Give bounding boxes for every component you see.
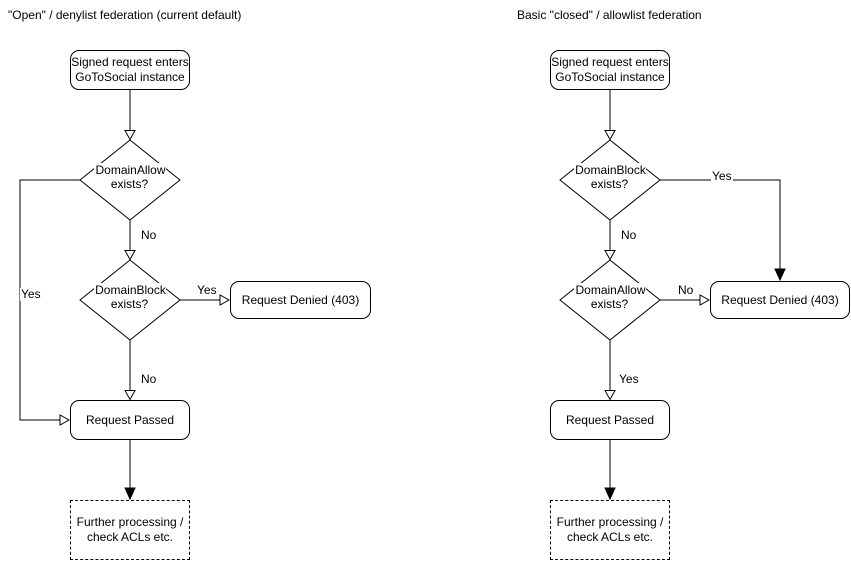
edge-decision1-yes-to-denied [660,179,781,269]
left-further-processing-node: Further processing / check ACLs etc. [70,500,190,560]
right-decision2-no-label: No [677,283,695,297]
left-denied-node: Request Denied (403) [230,281,371,319]
left-chart-title: "Open" / denylist federation (current de… [8,8,242,22]
open-arrowhead-icon [604,250,616,261]
left-decision2-no-label: No [140,372,158,386]
open-arrowhead-icon [604,130,616,141]
right-decision2-yes-label: Yes [618,372,640,386]
left-start-node: Signed request enters GoToSocial instanc… [70,50,190,90]
right-further-processing-node: Further processing / check ACLs etc. [550,500,670,560]
right-decision1-no-label: No [620,228,638,242]
right-passed-node: Request Passed [550,400,670,440]
open-arrowhead-icon [59,414,71,426]
left-decision2-yes-label: Yes [196,283,218,297]
open-arrowhead-icon [699,294,711,306]
filled-arrowhead-icon [124,487,136,501]
filled-arrowhead-icon [604,487,616,501]
open-arrowhead-icon [124,390,136,401]
decision1-diamond [559,139,661,221]
decision2-diamond [559,259,661,341]
open-arrowhead-icon [124,250,136,261]
filled-arrowhead-icon [774,268,786,282]
open-arrowhead-icon [604,390,616,401]
right-decision1-yes-label: Yes [711,169,733,183]
left-decision1-yes-label: Yes [20,287,42,301]
open-arrowhead-icon [219,294,231,306]
open-arrowhead-icon [124,130,136,141]
left-decision1-no-label: No [140,228,158,242]
decision2-diamond [79,259,181,341]
right-start-node: Signed request enters GoToSocial instanc… [550,50,670,90]
right-chart-title: Basic "closed" / allowlist federation [517,8,702,22]
right-denied-node: Request Denied (403) [710,281,850,319]
decision1-diamond [79,139,181,221]
left-passed-node: Request Passed [70,400,190,440]
